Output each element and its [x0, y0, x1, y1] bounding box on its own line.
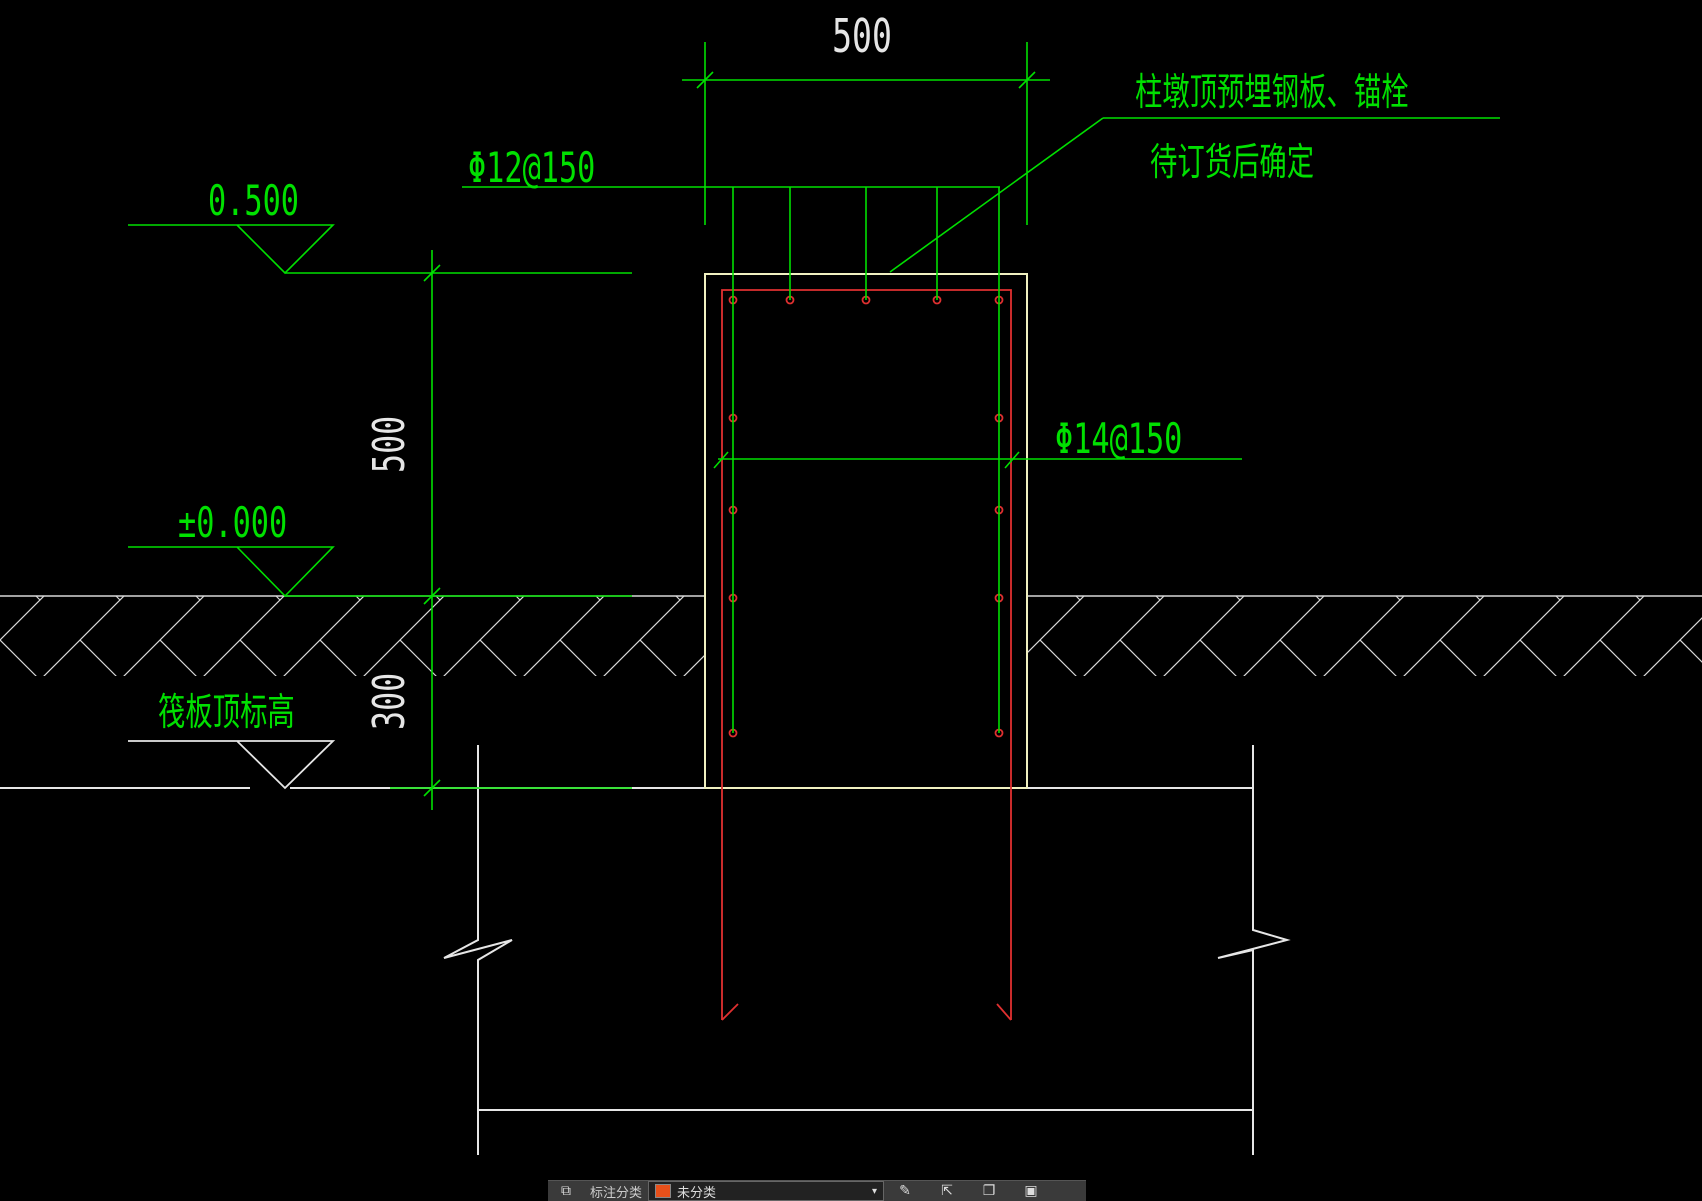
rebar-top-label: Φ12@150 — [468, 143, 595, 192]
pencil-icon[interactable]: ✎ — [899, 1183, 911, 1199]
column-pier — [704, 273, 1028, 789]
raft-outline — [0, 745, 1291, 1155]
category-color-swatch — [655, 1184, 672, 1198]
note-line2: 待订货后确定 — [1150, 139, 1314, 184]
soil-hatch — [0, 595, 1702, 676]
rebar-side-label: Φ14@150 — [1055, 414, 1182, 463]
category-select[interactable]: 未分类 ▾ — [648, 1181, 885, 1201]
annotation-label: 标注分类 — [590, 1185, 643, 1201]
dim-top-label: 500 — [832, 11, 892, 64]
save-icon[interactable]: ▣ — [1024, 1183, 1038, 1199]
chevron-down-icon: ▾ — [871, 1185, 878, 1197]
cursor-icon[interactable]: ⇱ — [941, 1183, 953, 1199]
elev-ground-label: ±0.000 — [178, 498, 287, 547]
annotation-toolbar: ⧉ 标注分类 未分类 ▾ ✎ ⇱ ❐ ▣ — [548, 1180, 1086, 1201]
category-value: 未分类 — [677, 1185, 717, 1201]
elev-raft-label: 筏板顶标高 — [158, 689, 295, 734]
elev-top-label: 0.500 — [208, 176, 299, 225]
rebar-cage — [721, 289, 1012, 1021]
copy-icon[interactable]: ❐ — [982, 1183, 996, 1199]
dim-left-lower-label: 300 — [364, 673, 416, 730]
annotation-lines — [128, 42, 1500, 810]
layers-icon[interactable]: ⧉ — [561, 1183, 571, 1199]
note-line1: 柱墩顶预埋钢板、锚栓 — [1135, 69, 1409, 114]
dim-left-upper-label: 500 — [364, 416, 416, 473]
raft-elevation-marker — [128, 740, 336, 790]
